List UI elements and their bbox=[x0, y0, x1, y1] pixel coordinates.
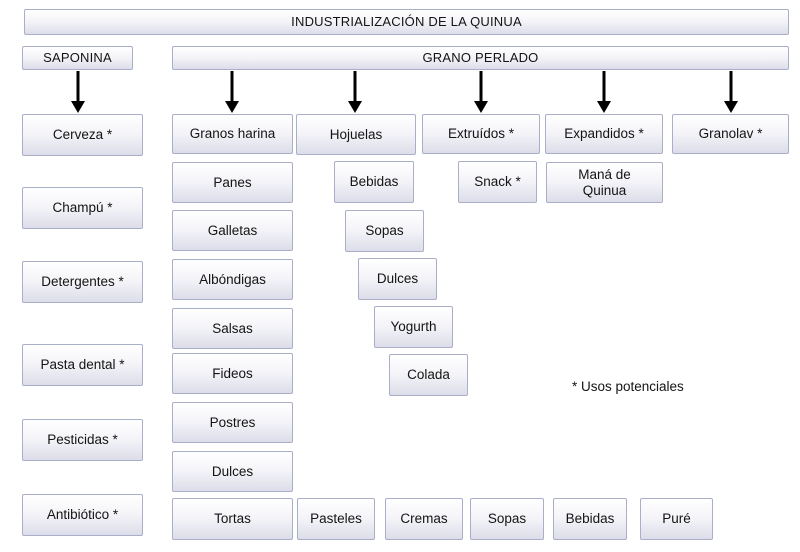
arrow-head bbox=[724, 101, 738, 113]
box-granos-harina: Granos harina bbox=[172, 114, 293, 154]
arrow-stem bbox=[353, 71, 357, 102]
box-pasteles: Pasteles bbox=[297, 498, 375, 540]
box-detergentes: Detergentes * bbox=[22, 261, 143, 303]
box-champu: Champú * bbox=[22, 187, 143, 229]
arrow-stem bbox=[76, 71, 80, 102]
box-pure: Puré bbox=[640, 498, 713, 540]
box-hojuelas: Hojuelas bbox=[296, 114, 416, 155]
box-albondigas: Albóndigas bbox=[172, 259, 293, 300]
arrow-head bbox=[71, 101, 85, 113]
box-bebidas-bottom: Bebidas bbox=[553, 498, 627, 540]
box-galletas: Galletas bbox=[172, 210, 293, 251]
diagram-title: INDUSTRIALIZACIÓN DE LA QUINUA bbox=[24, 9, 789, 35]
box-sopas-bottom: Sopas bbox=[470, 498, 544, 540]
box-tortas: Tortas bbox=[172, 498, 293, 540]
arrow-stem bbox=[230, 71, 234, 102]
box-panes: Panes bbox=[172, 162, 293, 203]
potential-uses-note: * Usos potenciales bbox=[572, 379, 684, 394]
box-cerveza: Cerveza * bbox=[22, 114, 143, 156]
saponina-header: SAPONINA bbox=[22, 46, 133, 70]
box-antibiotico: Antibiótico * bbox=[22, 494, 143, 536]
down-arrow-expandidos bbox=[597, 71, 611, 113]
arrow-head bbox=[474, 101, 488, 113]
down-arrow-saponina bbox=[71, 71, 85, 113]
down-arrow-extruidos bbox=[474, 71, 488, 113]
box-bebidas-hojuelas: Bebidas bbox=[334, 161, 414, 203]
arrow-head bbox=[348, 101, 362, 113]
box-salsas: Salsas bbox=[172, 308, 293, 349]
box-postres: Postres bbox=[172, 402, 293, 443]
arrow-stem bbox=[479, 71, 483, 102]
box-extruidos: Extruídos * bbox=[422, 114, 540, 154]
box-colada: Colada bbox=[389, 354, 468, 396]
box-yogurth: Yogurth bbox=[374, 306, 453, 348]
box-dulces-harina: Dulces bbox=[172, 451, 293, 492]
box-mana-de-quinua: Maná de Quinua bbox=[546, 162, 663, 203]
arrow-stem bbox=[602, 71, 606, 102]
box-dulces-hojuelas: Dulces bbox=[358, 258, 437, 300]
arrow-head bbox=[225, 101, 239, 113]
box-expandidos: Expandidos * bbox=[545, 114, 663, 154]
grano-perlado-header: GRANO PERLADO bbox=[172, 46, 789, 70]
arrow-stem bbox=[729, 71, 733, 102]
down-arrow-hojuelas bbox=[348, 71, 362, 113]
box-granolav: Granolav * bbox=[672, 114, 789, 154]
box-sopas-hojuelas: Sopas bbox=[345, 210, 424, 252]
box-cremas: Cremas bbox=[385, 498, 463, 540]
box-pesticidas: Pesticidas * bbox=[22, 419, 143, 461]
arrow-head bbox=[597, 101, 611, 113]
box-pasta-dental: Pasta dental * bbox=[22, 344, 143, 386]
box-fideos: Fideos bbox=[172, 353, 293, 394]
box-snack: Snack * bbox=[458, 161, 537, 203]
down-arrow-granos-harina bbox=[225, 71, 239, 113]
down-arrow-granolav bbox=[724, 71, 738, 113]
